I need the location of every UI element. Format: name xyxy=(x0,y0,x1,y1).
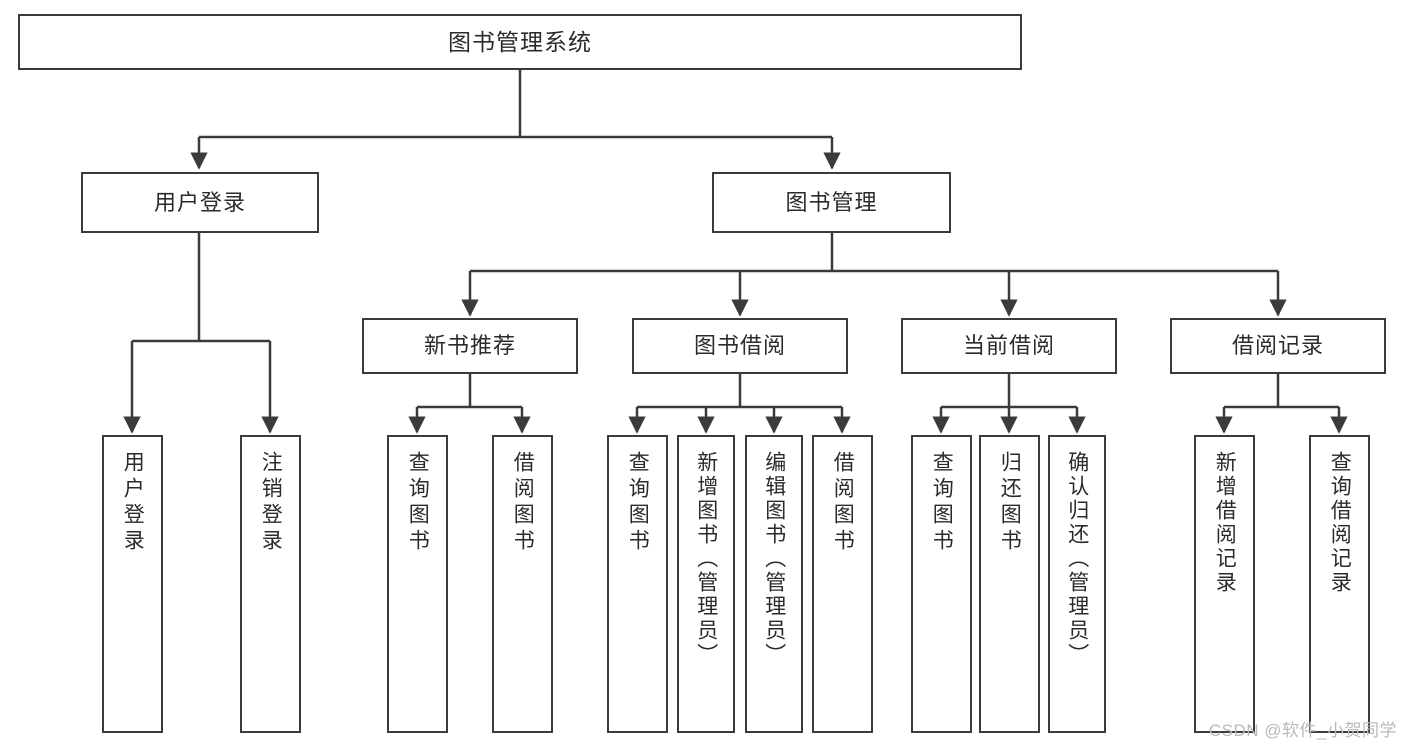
node-label: 新增借阅记录 xyxy=(1213,451,1237,595)
node-label: 当前借阅 xyxy=(962,333,1055,359)
node-leaf-return-book[interactable]: 归还图书 xyxy=(979,435,1040,733)
node-leaf-borrow-book[interactable]: 借阅图书 xyxy=(812,435,873,733)
node-label: 查询借阅记录 xyxy=(1328,451,1352,595)
node-leaf-borrow-book-recommend[interactable]: 借阅图书 xyxy=(492,435,553,733)
node-label: 用户登录 xyxy=(121,451,145,555)
node-new-book-recommend[interactable]: 新书推荐 xyxy=(362,318,578,374)
node-leaf-logout-login[interactable]: 注销登录 xyxy=(240,435,301,733)
node-label: 编辑图书（管理员） xyxy=(762,451,786,667)
node-current-borrow[interactable]: 当前借阅 xyxy=(901,318,1117,374)
node-book-management[interactable]: 图书管理 xyxy=(712,172,951,233)
node-label: 查询图书 xyxy=(626,451,650,555)
node-leaf-add-borrow-record[interactable]: 新增借阅记录 xyxy=(1194,435,1255,733)
node-label: 确认归还（管理员） xyxy=(1065,451,1089,667)
node-leaf-add-book-admin[interactable]: 新增图书（管理员） xyxy=(677,435,735,733)
node-root-book-management-system[interactable]: 图书管理系统 xyxy=(18,14,1022,70)
node-label: 新增图书（管理员） xyxy=(694,451,718,667)
node-leaf-query-book-current[interactable]: 查询图书 xyxy=(911,435,972,733)
node-leaf-query-book-borrow[interactable]: 查询图书 xyxy=(607,435,668,733)
node-leaf-confirm-return-admin[interactable]: 确认归还（管理员） xyxy=(1048,435,1106,733)
node-label: 图书管理系统 xyxy=(448,28,592,55)
node-label: 图书管理 xyxy=(785,189,878,215)
node-label: 图书借阅 xyxy=(693,333,786,359)
node-book-borrow[interactable]: 图书借阅 xyxy=(632,318,848,374)
node-label: 用户登录 xyxy=(153,189,246,215)
watermark-text: CSDN @软件_小贺同学 xyxy=(1208,721,1397,740)
node-leaf-query-borrow-record[interactable]: 查询借阅记录 xyxy=(1309,435,1370,733)
node-label: 查询图书 xyxy=(406,451,430,555)
node-label: 借阅记录 xyxy=(1231,333,1324,359)
node-label: 查询图书 xyxy=(930,451,954,555)
node-label: 新书推荐 xyxy=(423,333,516,359)
node-borrow-record[interactable]: 借阅记录 xyxy=(1170,318,1386,374)
node-label: 借阅图书 xyxy=(831,451,855,555)
node-label: 注销登录 xyxy=(259,451,283,555)
node-leaf-edit-book-admin[interactable]: 编辑图书（管理员） xyxy=(745,435,803,733)
node-label: 归还图书 xyxy=(998,451,1022,555)
node-user-login[interactable]: 用户登录 xyxy=(81,172,319,233)
node-label: 借阅图书 xyxy=(511,451,535,555)
node-leaf-user-login[interactable]: 用户登录 xyxy=(102,435,163,733)
node-leaf-query-book-recommend[interactable]: 查询图书 xyxy=(387,435,448,733)
